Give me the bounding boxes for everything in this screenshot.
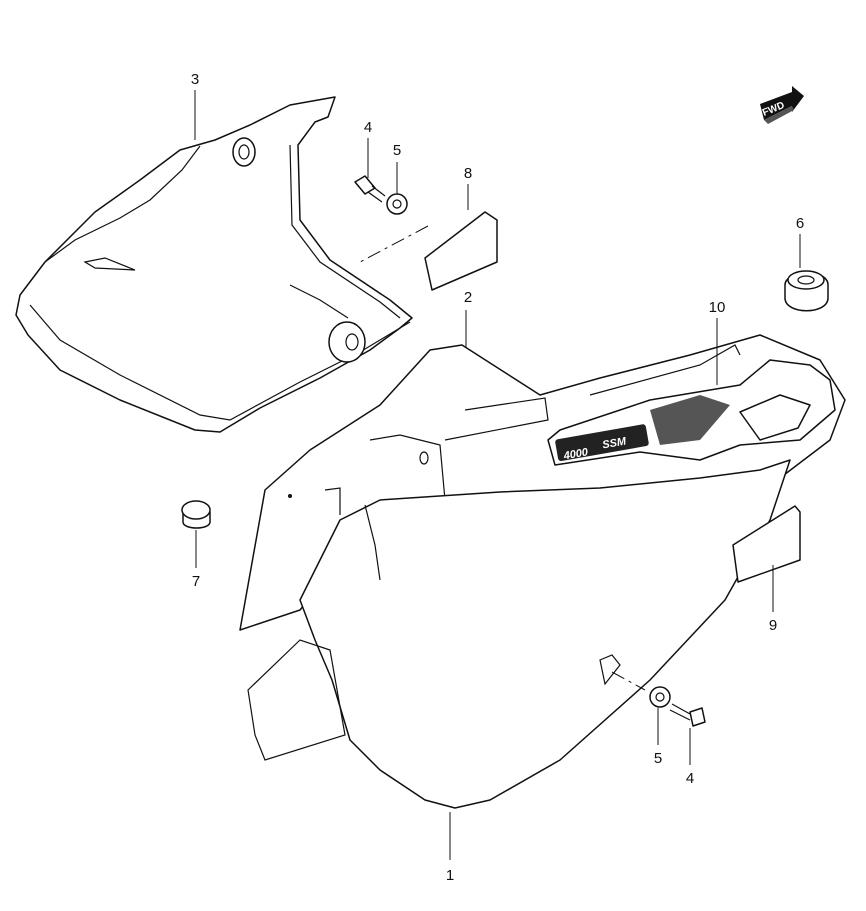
callout-9: 9 bbox=[769, 617, 777, 634]
callout-5-upper: 5 bbox=[393, 142, 401, 159]
emblem-text: 4000 bbox=[562, 446, 590, 462]
part-4-bolt-upper bbox=[354, 175, 386, 203]
part-5-washer-upper bbox=[386, 193, 408, 215]
fwd-arrow-icon: FWD bbox=[760, 86, 804, 124]
callout-7: 7 bbox=[192, 573, 200, 590]
emblem-logo: SSM bbox=[601, 435, 627, 451]
callout-10: 10 bbox=[709, 299, 726, 316]
callout-3: 3 bbox=[191, 71, 199, 88]
callout-4-lower: 4 bbox=[686, 770, 694, 787]
part-9-pad bbox=[732, 505, 801, 583]
part-1-side-cover bbox=[247, 459, 791, 809]
callout-2: 2 bbox=[464, 289, 472, 306]
part-5-washer-lower bbox=[649, 686, 671, 708]
callout-8: 8 bbox=[464, 165, 472, 182]
part-10-emblem: 4000 SSM bbox=[547, 359, 836, 466]
part-7-grommet bbox=[181, 500, 211, 529]
assembly-line-upper bbox=[359, 225, 429, 263]
part-8-pad bbox=[424, 211, 498, 291]
callout-6: 6 bbox=[796, 215, 804, 232]
assembly-line-lower bbox=[611, 671, 646, 691]
part-6-grommet bbox=[784, 270, 829, 312]
callout-4-upper: 4 bbox=[364, 119, 372, 136]
leader-lines bbox=[194, 90, 801, 860]
callout-5-lower: 5 bbox=[654, 750, 662, 767]
part-4-bolt-lower bbox=[669, 703, 706, 727]
callout-1: 1 bbox=[446, 867, 454, 884]
part-3-upper-cover bbox=[15, 96, 413, 433]
